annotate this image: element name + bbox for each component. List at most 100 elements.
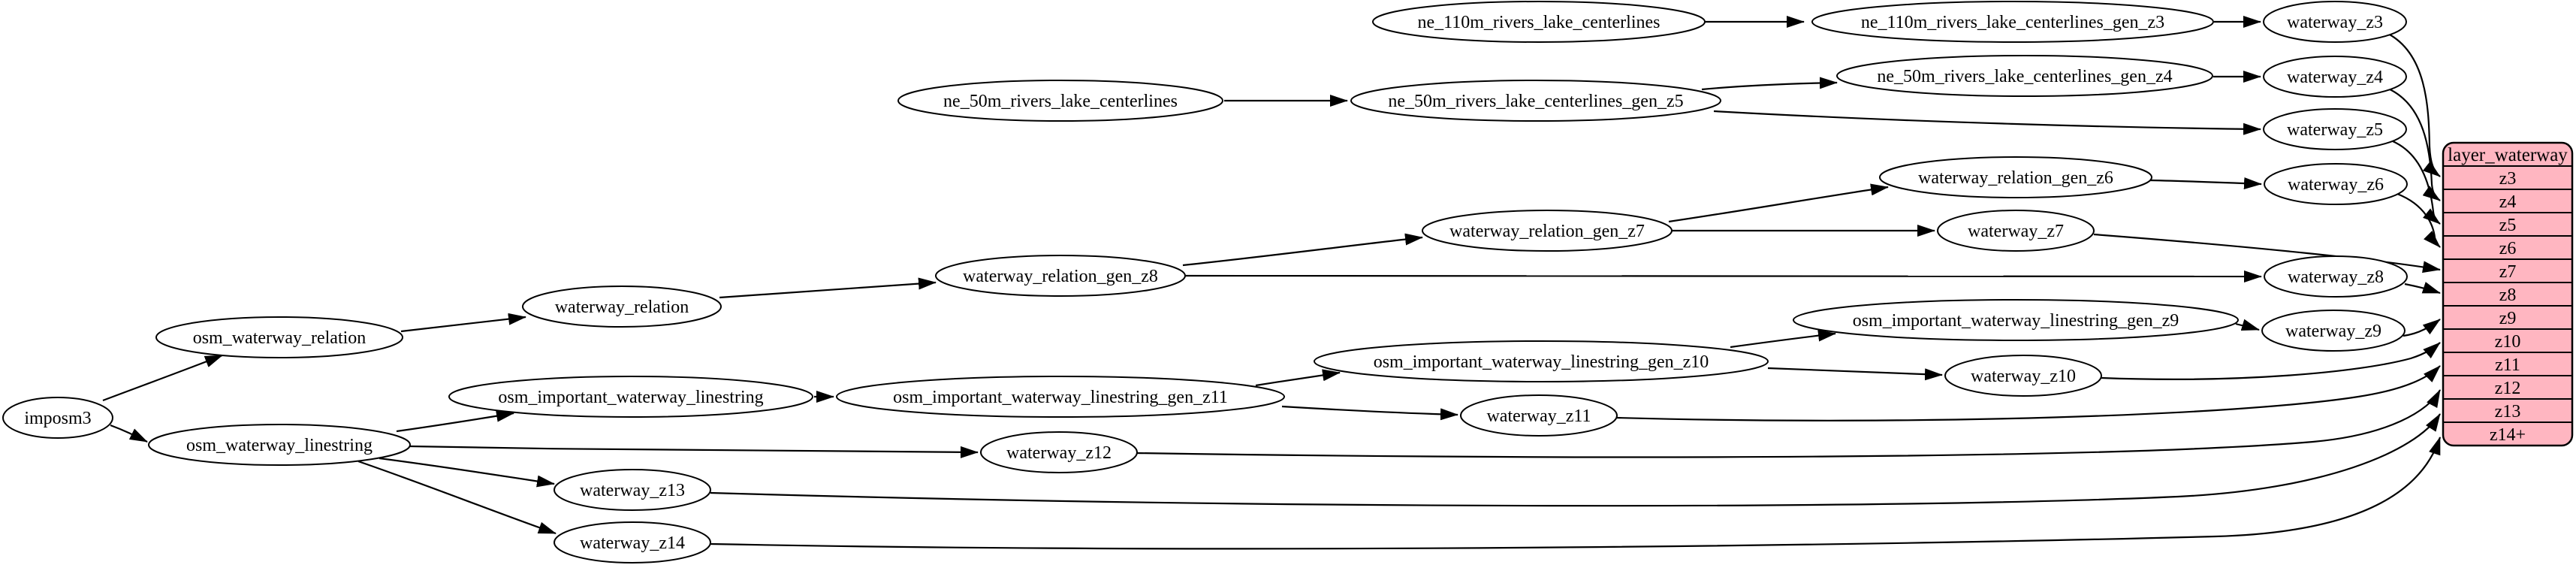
node-label: waterway_z9 <box>2285 322 2381 341</box>
edge-ne50m-gen-z5-to-ne50m-gen-z4 <box>1701 77 1838 91</box>
node-ne-110m-rivers-lake-centerlines: ne_110m_rivers_lake_centerlines <box>1372 1 1706 43</box>
node-label: waterway_z10 <box>1971 367 2076 386</box>
edge-waterway-z3-to-row-z3 <box>2387 33 2441 177</box>
edge-imposm3-to-osm-waterway-linestring <box>110 424 148 443</box>
node-label: waterway_relation_gen_z8 <box>963 267 1158 286</box>
node-waterway-z12: waterway_z12 <box>980 431 1138 473</box>
edge-waterway-z6-to-row-z6 <box>2397 192 2441 248</box>
node-waterway-relation-gen-z7: waterway_relation_gen_z7 <box>1422 210 1673 252</box>
table-layer-waterway: layer_waterway z3 z4 z5 z6 z7 z8 z9 z10 … <box>2442 141 2574 447</box>
edge-gen-z8-to-gen-z7 <box>1182 233 1423 267</box>
edge-gen-z7-to-gen-z6 <box>1668 183 1889 223</box>
edge-gen-z11-to-waterway-z11 <box>1281 405 1458 421</box>
node-label: ne_50m_rivers_lake_centerlines_gen_z4 <box>1877 67 2172 86</box>
node-waterway-z9: waterway_z9 <box>2261 310 2406 352</box>
node-label: waterway_relation <box>555 298 689 317</box>
node-label: osm_waterway_relation <box>193 328 366 348</box>
node-label: waterway_z5 <box>2287 120 2383 140</box>
node-label: waterway_z3 <box>2287 13 2383 32</box>
node-label: waterway_z6 <box>2288 175 2384 195</box>
table-row-z7: z7 <box>2499 262 2517 282</box>
node-label: osm_important_waterway_linestring_gen_z1… <box>1374 352 1709 372</box>
node-ne-110m-rivers-lake-centerlines-gen-z3: ne_110m_rivers_lake_centerlines_gen_z3 <box>1811 1 2214 43</box>
node-waterway-z6: waterway_z6 <box>2264 163 2408 205</box>
edge-waterway-z13-to-row-z13 <box>710 413 2441 507</box>
node-waterway-z7: waterway_z7 <box>1937 210 2095 252</box>
table-title: layer_waterway <box>2448 145 2568 165</box>
edge-gen-z11-to-gen-z10 <box>1255 369 1341 387</box>
node-ne-50m-rivers-lake-centerlines-gen-z4: ne_50m_rivers_lake_centerlines_gen_z4 <box>1836 55 2213 97</box>
node-label: waterway_z7 <box>1968 222 2064 241</box>
node-label: waterway_z13 <box>580 481 685 500</box>
node-label: waterway_z12 <box>1006 443 1112 463</box>
node-label: waterway_z8 <box>2288 267 2384 287</box>
node-label: ne_50m_rivers_lake_centerlines_gen_z5 <box>1388 92 1683 111</box>
edge-gen-z10-to-waterway-z10 <box>1767 367 1943 381</box>
node-imposm3: imposm3 <box>2 397 113 439</box>
node-osm-important-waterway-linestring-gen-z9: osm_important_waterway_linestring_gen_z9 <box>1793 299 2239 341</box>
node-waterway-z13: waterway_z13 <box>554 469 711 511</box>
edge-osm-waterway-linestring-to-waterway-z12 <box>409 445 979 458</box>
node-label: osm_important_waterway_linestring <box>498 388 763 407</box>
edge-waterway-z10-to-row-z10 <box>2101 342 2441 380</box>
table-row-z10: z10 <box>2495 332 2521 352</box>
node-label: osm_important_waterway_linestring_gen_z1… <box>893 388 1228 407</box>
edge-osm-waterway-relation-to-waterway-relation <box>400 313 526 333</box>
node-label: waterway_relation_gen_z6 <box>1918 168 2113 188</box>
node-label: waterway_relation_gen_z7 <box>1449 222 1645 241</box>
edge-waterway-z12-to-row-z12 <box>1136 389 2441 458</box>
edge-waterway-z8-to-row-z8 <box>2404 282 2441 295</box>
table-row-z9: z9 <box>2499 309 2517 328</box>
edge-waterway-relation-to-gen-z8 <box>719 277 937 299</box>
node-label: waterway_z4 <box>2287 68 2383 87</box>
edge-waterway-z9-to-row-z9 <box>2403 319 2441 337</box>
edge-waterway-z5-to-row-z5 <box>2392 140 2441 225</box>
node-waterway-relation: waterway_relation <box>522 286 722 328</box>
node-waterway-relation-gen-z8: waterway_relation_gen_z8 <box>935 255 1186 297</box>
node-label: ne_110m_rivers_lake_centerlines_gen_z3 <box>1861 13 2164 32</box>
edge-osm-waterway-linestring-to-waterway-z14 <box>357 460 557 535</box>
node-waterway-relation-gen-z6: waterway_relation_gen_z6 <box>1879 156 2152 198</box>
node-osm-important-waterway-linestring: osm_important_waterway_linestring <box>448 376 813 418</box>
node-label: waterway_z14 <box>580 533 685 553</box>
node-osm-important-waterway-linestring-gen-z11: osm_important_waterway_linestring_gen_z1… <box>836 376 1285 418</box>
node-waterway-z11: waterway_z11 <box>1460 394 1618 437</box>
edge-gen-z9-to-waterway-z9 <box>2235 319 2260 331</box>
table-row-z3: z3 <box>2499 169 2517 189</box>
table-row-z6: z6 <box>2499 239 2517 258</box>
node-label: imposm3 <box>24 409 91 428</box>
table-row-z4: z4 <box>2499 192 2517 212</box>
edge-gen-z6-to-waterway-z6 <box>2149 177 2262 190</box>
edge-osm-waterway-linestring-to-waterway-z13 <box>379 457 555 488</box>
node-waterway-z14: waterway_z14 <box>554 521 711 563</box>
node-waterway-z8: waterway_z8 <box>2264 255 2408 298</box>
node-waterway-z4: waterway_z4 <box>2263 56 2407 98</box>
node-label: waterway_z11 <box>1486 406 1591 426</box>
table-row-z8: z8 <box>2499 286 2517 305</box>
node-osm-important-waterway-linestring-gen-z10: osm_important_waterway_linestring_gen_z1… <box>1314 340 1769 382</box>
node-label: ne_50m_rivers_lake_centerlines <box>943 92 1178 111</box>
node-waterway-z10: waterway_z10 <box>1944 355 2102 397</box>
table-frame <box>2442 141 2574 447</box>
table-row-z14plus: z14+ <box>2490 425 2526 445</box>
edge-gen-z10-to-gen-z9 <box>1730 329 1836 349</box>
table-row-z5: z5 <box>2499 216 2517 235</box>
node-osm-waterway-linestring: osm_waterway_linestring <box>148 424 411 466</box>
table-row-z12: z12 <box>2495 379 2521 398</box>
edge-waterway-z4-to-row-z4 <box>2387 88 2441 201</box>
node-osm-waterway-relation: osm_waterway_relation <box>155 316 403 358</box>
node-ne-50m-rivers-lake-centerlines: ne_50m_rivers_lake_centerlines <box>897 80 1223 122</box>
edge-waterway-z14-to-row-z14plus <box>710 437 2442 550</box>
node-waterway-z5: waterway_z5 <box>2263 108 2407 150</box>
node-ne-50m-rivers-lake-centerlines-gen-z5: ne_50m_rivers_lake_centerlines_gen_z5 <box>1350 80 1721 122</box>
table-row-z11: z11 <box>2495 355 2520 375</box>
edge-waterway-z11-to-row-z11 <box>1616 365 2441 421</box>
edge-layer <box>102 16 2442 550</box>
node-label: ne_110m_rivers_lake_centerlines <box>1418 13 1661 32</box>
edge-osm-waterway-linestring-to-osm-important <box>396 409 514 433</box>
edge-ne50m-gen-z5-to-waterway-z5 <box>1713 110 2261 135</box>
node-label: osm_important_waterway_linestring_gen_z9 <box>1853 311 2179 331</box>
node-label: osm_waterway_linestring <box>186 436 373 455</box>
